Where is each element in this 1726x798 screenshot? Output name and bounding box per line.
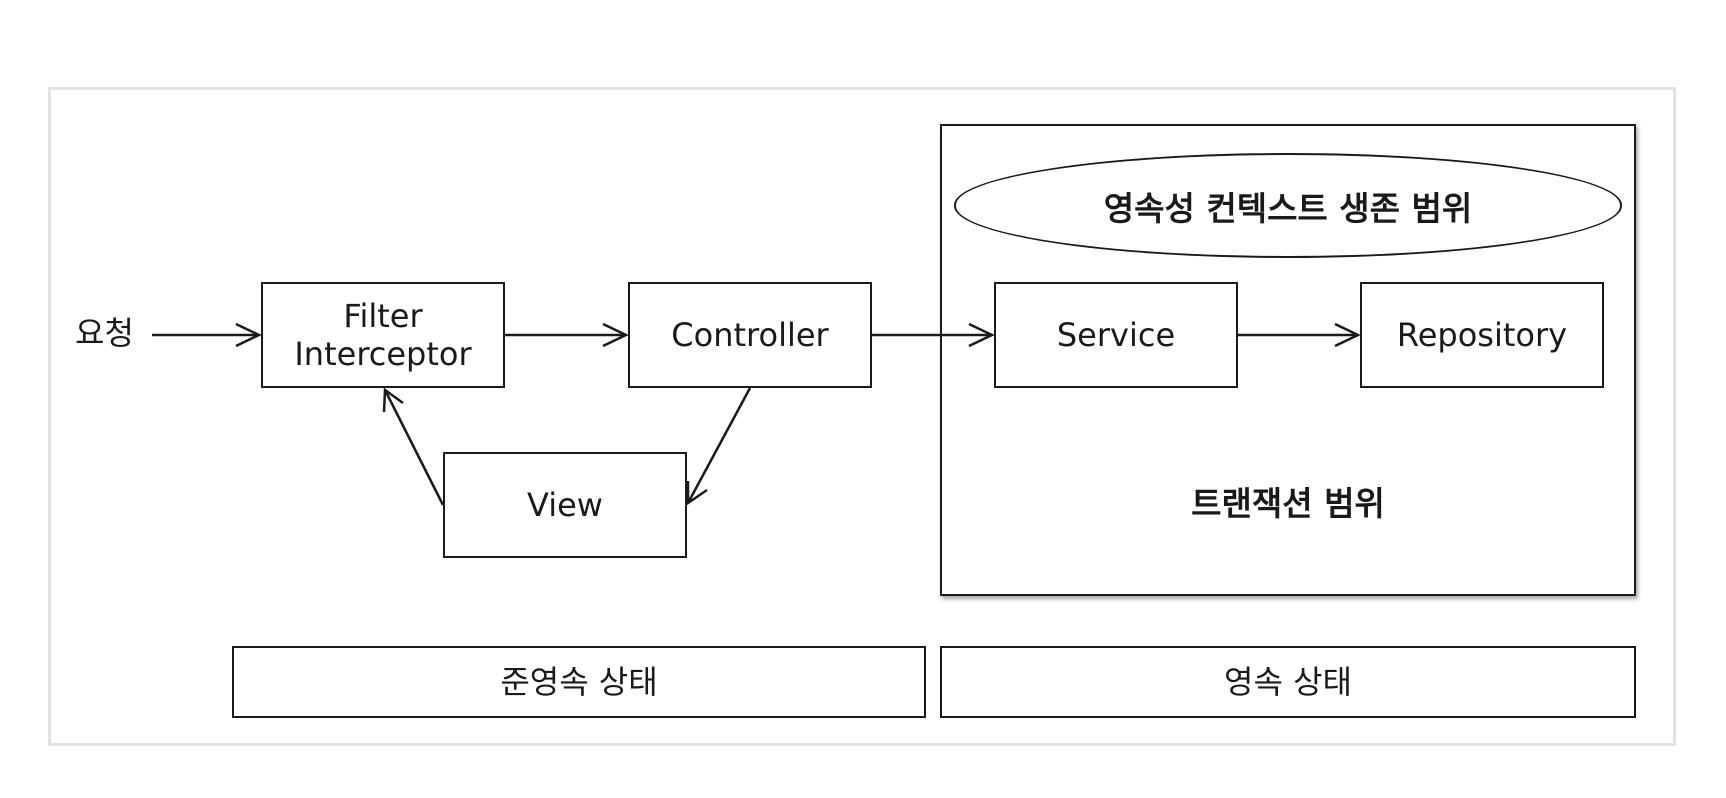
transaction-scope-label: 트랜잭션 범위 xyxy=(1191,484,1385,523)
request-label: 요청 xyxy=(75,314,134,352)
detached-state-box: 준영속 상태 xyxy=(232,646,926,718)
persistent-state-label: 영속 상태 xyxy=(1224,663,1352,701)
interceptor-label: Interceptor xyxy=(294,335,472,373)
controller-label: Controller xyxy=(671,316,829,354)
filter-interceptor-box: Filter Interceptor xyxy=(261,282,505,388)
service-label: Service xyxy=(1056,316,1176,354)
filter-label: Filter xyxy=(343,297,423,335)
repository-label: Repository xyxy=(1396,316,1568,354)
view-label: View xyxy=(527,486,603,524)
view-box: View xyxy=(443,452,687,558)
repository-box: Repository xyxy=(1360,282,1604,388)
persistence-context-scope-oval: 영속성 컨텍스트 생존 범위 xyxy=(954,153,1622,258)
detached-state-label: 준영속 상태 xyxy=(500,663,658,701)
service-box: Service xyxy=(994,282,1238,388)
persistence-context-scope-label: 영속성 컨텍스트 생존 범위 xyxy=(1103,188,1473,228)
persistent-state-box: 영속 상태 xyxy=(940,646,1636,718)
controller-box: Controller xyxy=(628,282,872,388)
